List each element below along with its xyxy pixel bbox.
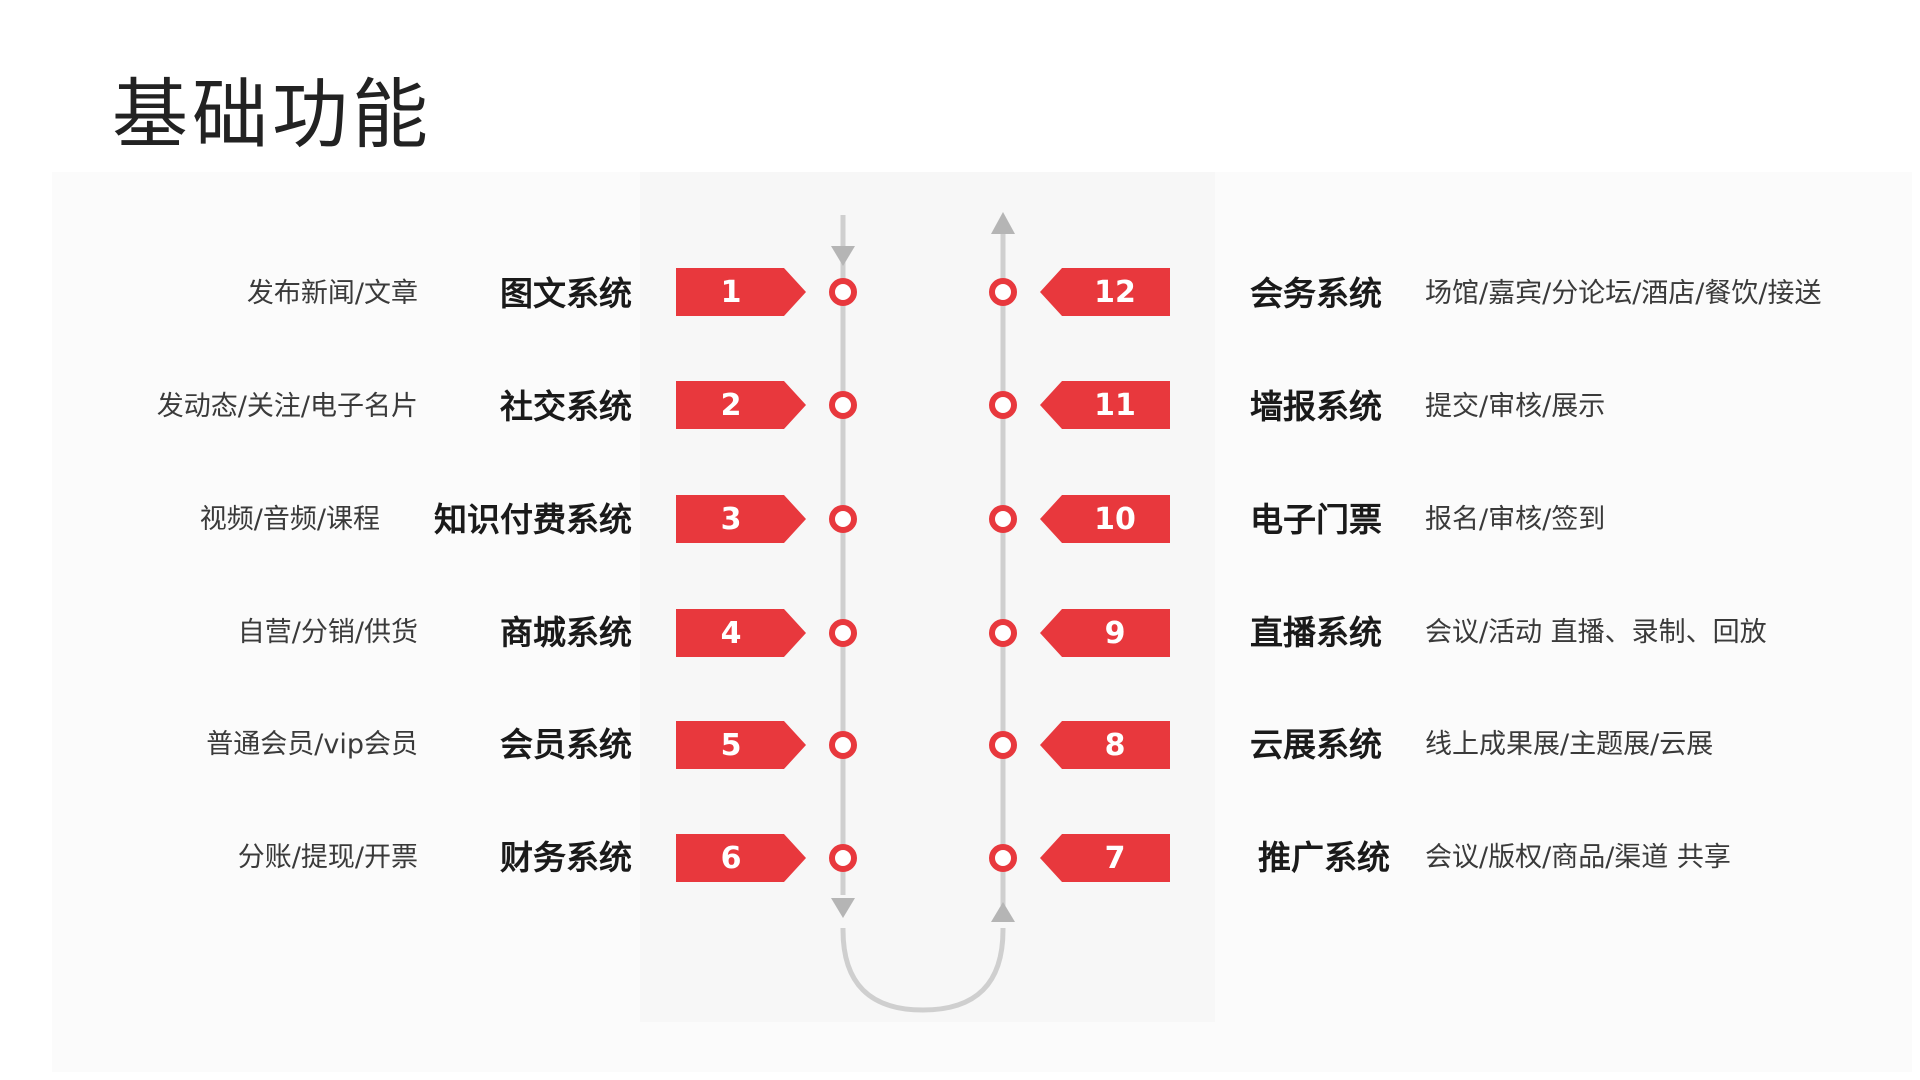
number-label: 10 [1094,501,1136,537]
left-description: 普通会员/vip会员 [206,729,418,760]
left-description: 视频/音频/课程 [199,504,380,535]
arrow-down-icon [831,246,855,266]
right-description: 报名/审核/签到 [1425,504,1606,535]
right-description: 会议/活动 直播、录制、回放 [1425,617,1767,648]
circle-node-icon [829,391,857,419]
arrow-down-icon [831,898,855,918]
left-number-tag: 6 [676,834,806,882]
right-number-tag: 7 [1040,834,1170,882]
number-label: 4 [720,615,742,651]
right-number-tag: 10 [1040,495,1170,543]
page-title: 基础功能 [112,70,432,159]
right-system-name: 墙报系统 [1250,387,1382,426]
left-system-name: 图文系统 [500,274,632,313]
right-number-tag: 12 [1040,268,1170,316]
right-system-name: 推广系统 [1258,838,1390,877]
left-description: 自营/分销/供货 [237,617,418,648]
left-description: 分账/提现/开票 [237,842,418,873]
circle-node-icon [989,844,1017,872]
circle-node-icon [989,278,1017,306]
number-label: 1 [720,274,742,310]
right-system-name: 云展系统 [1250,725,1382,764]
circle-node-icon [829,619,857,647]
right-number-tag: 8 [1040,721,1170,769]
number-label: 12 [1094,274,1136,310]
right-system-name: 直播系统 [1250,613,1382,652]
number-label: 2 [720,387,742,423]
left-description: 发动态/关注/电子名片 [156,391,418,422]
right-description: 线上成果展/主题展/云展 [1425,729,1714,760]
right-description: 会议/版权/商品/渠道 共享 [1425,842,1731,873]
right-description: 场馆/嘉宾/分论坛/酒店/餐饮/接送 [1425,278,1822,309]
right-number-tag: 11 [1040,381,1170,429]
number-label: 5 [720,727,742,763]
circle-node-icon [829,505,857,533]
number-label: 9 [1104,615,1126,651]
circle-node-icon [989,391,1017,419]
number-label: 6 [720,840,742,876]
right-nodes [989,278,1017,872]
circle-node-icon [829,278,857,306]
left-number-tag: 4 [676,609,806,657]
left-system-name: 知识付费系统 [434,500,632,539]
arrow-up-icon [991,212,1015,234]
circle-node-icon [829,844,857,872]
left-number-tag: 5 [676,721,806,769]
circle-node-icon [829,731,857,759]
number-label: 11 [1094,387,1136,423]
number-label: 8 [1104,727,1126,763]
right-description: 提交/审核/展示 [1425,391,1606,422]
bottom-u-curve [840,928,1006,1013]
left-number-tag: 1 [676,268,806,316]
number-label: 3 [720,501,742,537]
left-system-name: 社交系统 [500,387,632,426]
left-description: 发布新闻/文章 [246,278,418,309]
right-system-name: 会务系统 [1250,274,1382,313]
circle-node-icon [989,731,1017,759]
left-system-name: 商城系统 [500,613,632,652]
right-system-name: 电子门票 [1250,500,1382,539]
left-system-name: 财务系统 [500,838,632,877]
left-number-tag: 2 [676,381,806,429]
circle-node-icon [989,505,1017,533]
circle-node-icon [989,619,1017,647]
arrow-up-icon [991,902,1015,922]
left-number-tag: 3 [676,495,806,543]
left-nodes [829,278,857,872]
left-system-name: 会员系统 [500,725,632,764]
right-number-tag: 9 [1040,609,1170,657]
number-label: 7 [1104,840,1126,876]
